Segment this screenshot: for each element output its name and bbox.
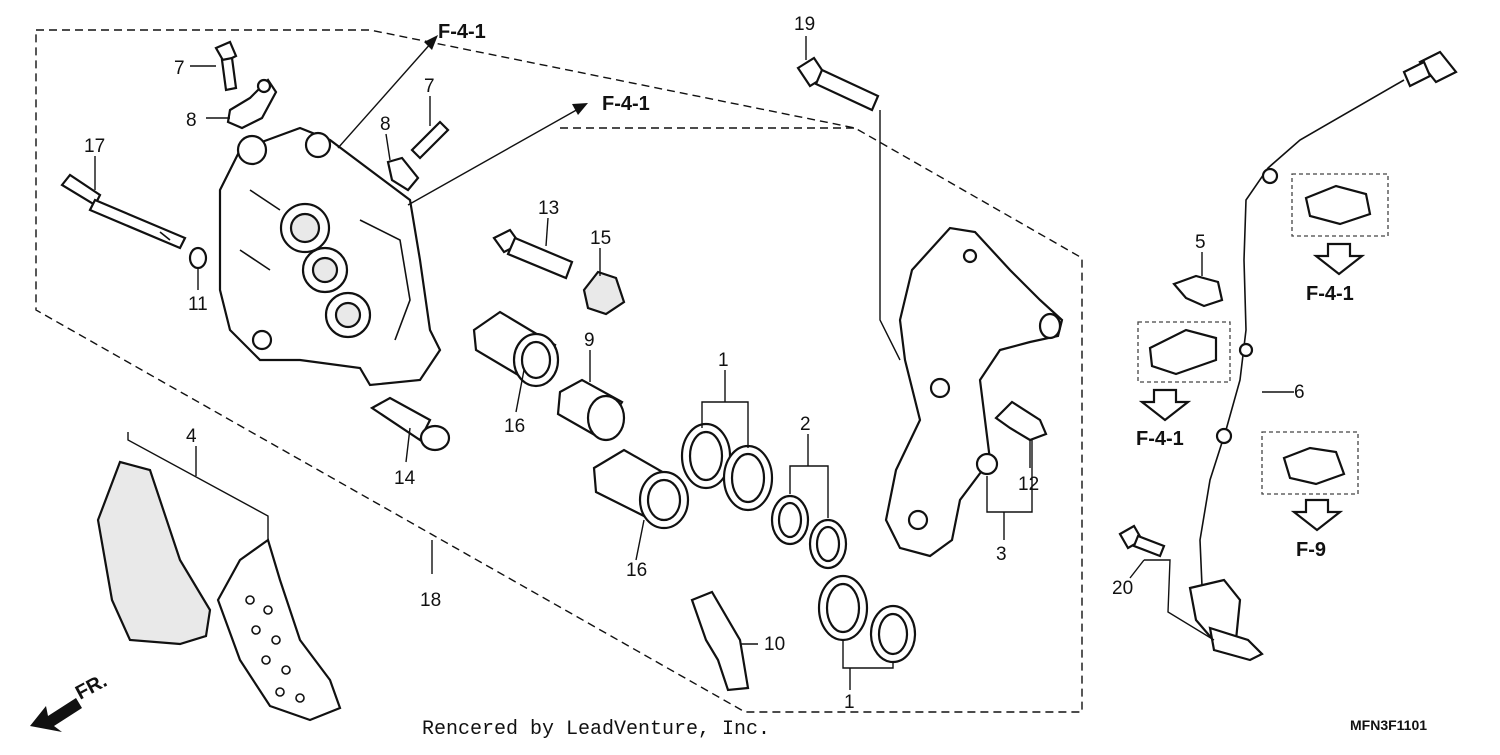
callout-3: 3 [996,544,1007,565]
bolt-20[interactable] [1118,524,1166,558]
callout-12: 12 [1018,474,1039,495]
callout-6: 6 [1294,382,1305,403]
abs-sensor-6[interactable] [1188,578,1264,662]
callout-18: 18 [420,590,441,611]
seal-2b[interactable] [808,518,848,570]
callout-19: 19 [794,14,815,35]
seal-1d[interactable] [869,604,917,664]
washer-11[interactable] [188,246,208,270]
ref-f41-a: F-4-1 [438,21,486,43]
caliper-body[interactable] [218,126,442,387]
wire-grommet-a[interactable] [1261,167,1279,185]
down-arrow-f41-c [1312,242,1366,276]
fr-arrow-icon [30,698,82,732]
callout-1b: 1 [844,692,855,713]
brake-pad-4a[interactable] [96,460,212,646]
seal-1b[interactable] [722,444,774,512]
piston-16b[interactable] [592,448,690,530]
boot-15[interactable] [582,270,626,316]
leader-19 [879,110,901,361]
bracket-8a[interactable] [226,78,278,130]
detail-box-low [1261,431,1359,495]
callout-11: 11 [188,294,208,315]
piston-16a[interactable] [472,310,560,388]
wire-grommet-c[interactable] [1215,427,1233,445]
callout-13: 13 [538,198,559,219]
detail-clamp-mid[interactable] [1148,328,1218,376]
callout-17: 17 [84,136,105,157]
fr-label: FR. [72,670,111,705]
down-arrow-f41-d [1138,388,1192,422]
brake-pad-4b[interactable] [216,538,342,722]
detail-clamp-top[interactable] [1304,184,1372,226]
callout-16b: 16 [626,560,647,581]
seal-1a[interactable] [680,422,732,490]
front-direction-indicator: FR. [30,670,111,732]
bolt-14[interactable] [369,396,451,452]
callout-5: 5 [1195,232,1206,253]
callout-2: 2 [800,414,811,435]
down-arrow-f9 [1290,498,1344,532]
wire-clamp-5[interactable] [1172,274,1224,308]
caliper-bracket-3[interactable] [884,226,1064,558]
arrowhead-f41-a [424,35,438,50]
seal-2a[interactable] [770,494,810,546]
bracket-8b[interactable] [386,156,420,192]
arrowhead-f41-b [572,103,588,115]
callout-7b: 7 [424,76,435,97]
bleeder-7a[interactable] [214,40,238,92]
ref-f9: F-9 [1296,539,1326,561]
callout-16a: 16 [504,416,525,437]
abs-connector[interactable] [1402,50,1458,88]
piston-9[interactable] [556,378,626,442]
render-credit: Rencered by LeadVenture, Inc. [422,718,770,741]
pin-bolt-17[interactable] [60,173,187,250]
callout-15: 15 [590,228,611,249]
callout-20: 20 [1112,578,1133,599]
callout-10: 10 [764,634,785,655]
callout-8b: 8 [380,114,391,135]
wire-grommet-b[interactable] [1238,342,1254,358]
ref-f41-b: F-4-1 [602,93,650,115]
bleeder-7b[interactable] [410,120,450,160]
ref-f41-c: F-4-1 [1306,283,1354,305]
callout-9: 9 [584,330,595,351]
seal-1c[interactable] [817,574,869,642]
callout-1a: 1 [718,350,729,371]
leader-lines [94,36,1294,690]
abs-sensor-wire [1199,79,1405,601]
callout-7a: 7 [174,58,185,79]
callout-14: 14 [394,468,416,489]
bolt-19[interactable] [796,56,880,112]
leader-caliper-f41-a [337,41,433,149]
callout-8a: 8 [186,110,197,131]
ref-f41-d: F-4-1 [1136,428,1184,450]
leader-caliper-f41-b [407,107,581,206]
callout-4: 4 [186,426,197,447]
diagram-code: MFN3F1101 [1350,717,1427,733]
detail-clamp-low[interactable] [1282,446,1346,486]
detail-box-mid [1137,321,1231,383]
detail-box-top [1291,173,1389,237]
pin-13[interactable] [492,228,574,280]
retainer-clip-12[interactable] [994,400,1048,442]
spring-plate-10[interactable] [690,590,750,692]
caliper-assembly-outline [35,29,1083,713]
